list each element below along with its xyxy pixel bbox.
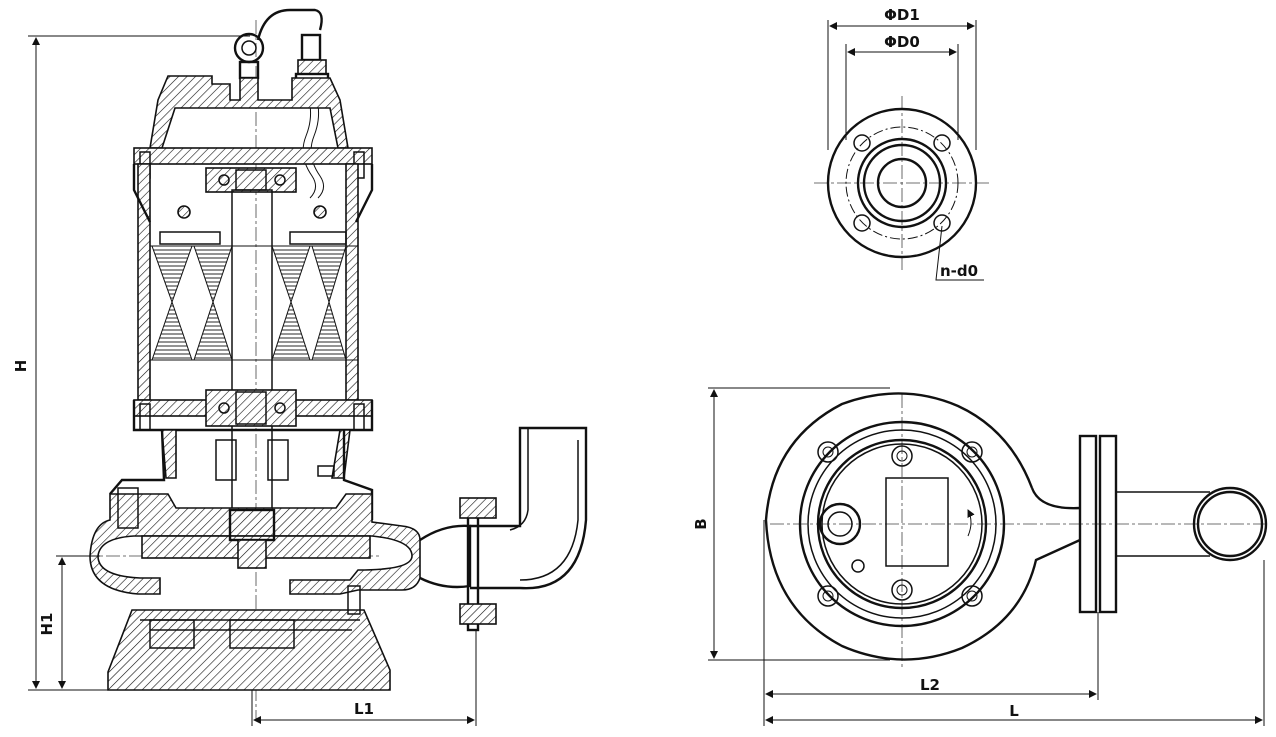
dim-label-B: B	[692, 518, 710, 529]
dim-label-L2: L2	[920, 676, 940, 694]
shaft	[231, 189, 273, 511]
lower-bearing	[205, 389, 297, 427]
dim-label-D1: ΦD1	[884, 6, 920, 24]
stator-windings	[150, 205, 358, 361]
discharge-pipe	[419, 426, 588, 632]
housing-wall-right	[345, 163, 359, 401]
cable-gland	[294, 33, 330, 199]
top-view	[708, 387, 1270, 726]
dim-label-nd0: n-d0	[940, 262, 978, 280]
upper-flange	[133, 147, 373, 165]
dimensions-left	[28, 35, 477, 726]
dim-label-L: L	[1009, 702, 1019, 720]
dim-label-H: H	[12, 360, 30, 373]
dim-label-L1: L1	[354, 700, 374, 718]
flange-view	[814, 20, 992, 281]
dim-label-H1: H1	[38, 613, 56, 636]
upper-bearing	[205, 167, 297, 193]
top-cover	[149, 75, 349, 149]
dim-label-D0: ΦD0	[884, 33, 920, 51]
section-view	[60, 8, 588, 720]
